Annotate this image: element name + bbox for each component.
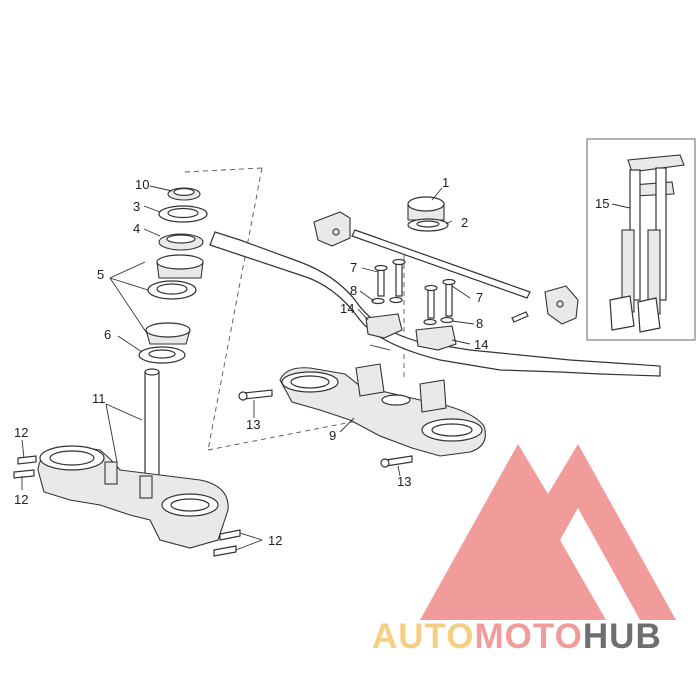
- callout-3: 3: [133, 199, 140, 214]
- callout-5: 5: [97, 267, 104, 282]
- callout-8-right: 8: [476, 316, 483, 331]
- callout-14-right: 14: [474, 337, 488, 352]
- watermark-text-moto: MOTO: [475, 617, 583, 656]
- bearing-stack: [138, 187, 208, 364]
- handlebar-crossbar: [313, 211, 579, 325]
- projection-lines: [184, 167, 405, 451]
- callout-7-right: 7: [476, 290, 483, 305]
- callout-6: 6: [104, 327, 111, 342]
- handlebar: [209, 231, 661, 377]
- watermark: AUTOMOTOHUB: [372, 444, 676, 656]
- callout-11: 11: [92, 391, 106, 406]
- callout-8-left: 8: [350, 283, 357, 298]
- callout-labels: 10 3 4 5 6 1 2 7 7 8 8 14 14 11 9 13 13 …: [14, 175, 609, 548]
- bolts-13: [238, 389, 413, 468]
- callout-12-bottom: 12: [14, 492, 28, 507]
- callout-13-right: 13: [397, 474, 411, 489]
- steering-nut: [407, 196, 449, 232]
- callout-1: 1: [442, 175, 449, 190]
- callout-10: 10: [135, 177, 149, 192]
- bolts-12: [13, 455, 241, 557]
- watermark-text-auto: AUTO: [372, 617, 475, 656]
- handlebar-clamps: [365, 258, 457, 351]
- callout-4: 4: [133, 221, 140, 236]
- watermark-text-hub: HUB: [583, 617, 662, 656]
- callout-7-left: 7: [350, 260, 357, 275]
- callout-12-right: 12: [268, 533, 282, 548]
- callout-15: 15: [595, 196, 609, 211]
- upper-triple-clamp: [279, 363, 486, 457]
- callout-13-left: 13: [246, 417, 260, 432]
- watermark-text: AUTOMOTOHUB: [372, 617, 662, 656]
- callout-14-left: 14: [340, 301, 354, 316]
- callout-9: 9: [329, 428, 336, 443]
- fork-inset: [586, 138, 696, 341]
- leader-lines: [21, 185, 475, 551]
- lower-triple-clamp: [37, 368, 229, 549]
- watermark-logo-mark: [420, 444, 676, 620]
- callout-12-top: 12: [14, 425, 28, 440]
- callout-2: 2: [461, 215, 468, 230]
